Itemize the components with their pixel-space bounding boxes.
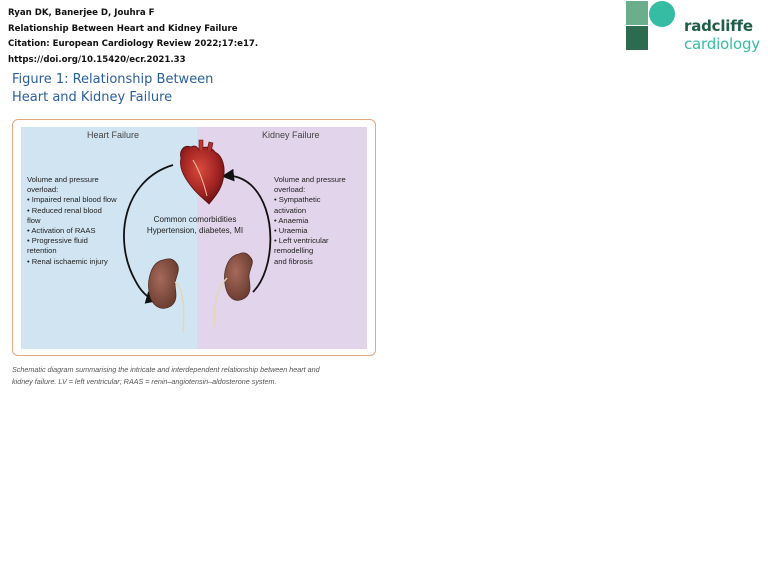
- kidney-right-illustration: [213, 252, 253, 327]
- kf-intro-1: Volume and pressure: [274, 175, 346, 184]
- figure-title: Figure 1: Relationship Between Heart and…: [12, 71, 213, 107]
- kidney-failure-heading: Kidney Failure: [262, 130, 320, 140]
- article-title: Relationship Between Heart and Kidney Fa…: [8, 23, 238, 34]
- heart-failure-panel: [21, 127, 197, 349]
- caption-line1: Schematic diagram summarising the intric…: [12, 365, 320, 374]
- kidney-left-illustration: [148, 258, 185, 333]
- logo-square-bottom: [626, 26, 648, 50]
- kf-item: remodelling: [274, 246, 314, 256]
- logo-text-radcliffe: radcliffe: [684, 17, 753, 35]
- caption-line2: kidney failure. LV = left ventricular; R…: [12, 376, 277, 386]
- hf-item: • Progressive fluid: [27, 236, 88, 246]
- doi-link[interactable]: https://doi.org/10.15420/ecr.2021.33: [8, 54, 186, 65]
- logo-circle: [649, 1, 675, 27]
- comorbidities-heading: Common comorbidities: [153, 215, 237, 224]
- arrow-kidney-to-heart: [221, 168, 272, 293]
- kidney-failure-list: Volume and pressure overload: • Sympathe…: [274, 175, 346, 267]
- kidney-failure-panel: [197, 127, 367, 349]
- hf-item: • Impaired renal blood flow: [27, 195, 117, 205]
- diagram-artwork: [123, 139, 272, 333]
- kf-item: • Sympathetic: [274, 195, 321, 205]
- hf-intro-1: Volume and pressure: [27, 175, 99, 184]
- kf-intro-2: overload:: [274, 185, 306, 195]
- kf-item: activation: [274, 205, 307, 215]
- heart-illustration: [180, 139, 225, 205]
- hf-item: flow: [27, 215, 41, 225]
- arrow-heart-to-kidney: [123, 164, 174, 304]
- hf-item: • Renal ischaemic injury: [27, 256, 108, 266]
- kf-item: • Uraemia: [274, 226, 308, 236]
- citation-block: Ryan DK, Banerjee D, Jouhra F Relationsh…: [8, 6, 258, 68]
- radcliffe-logo: radcliffe cardiology: [626, 1, 768, 53]
- figure-title-line2: Heart and Kidney Failure: [12, 90, 173, 105]
- hf-item: • Activation of RAAS: [27, 226, 96, 236]
- hf-item: retention: [27, 246, 57, 256]
- figure-frame: Heart Failure Kidney Failure Volume and …: [12, 119, 376, 356]
- figure-caption: Schematic diagram summarising the intric…: [12, 364, 320, 387]
- logo-square-top: [626, 1, 648, 25]
- comorbidities-list: Hypertension, diabetes, MI: [146, 226, 244, 235]
- citation-text: Citation: European Cardiology Review 202…: [8, 39, 259, 49]
- heart-failure-list: Volume and pressure overload: • Impaired…: [27, 175, 117, 267]
- figure-title-line1: Figure 1: Relationship Between: [12, 72, 214, 87]
- common-comorbidities: Common comorbidities Hypertension, diabe…: [135, 214, 255, 236]
- logo-text-cardiology: cardiology: [684, 35, 760, 53]
- kf-item: • Anaemia: [274, 215, 309, 225]
- kf-item: • Left ventricular: [274, 236, 329, 246]
- heart-failure-heading: Heart Failure: [87, 130, 140, 140]
- authors: Ryan DK, Banerjee D, Jouhra F: [8, 8, 155, 18]
- hf-item: • Reduced renal blood: [27, 205, 102, 215]
- kf-item: and fibrosis: [274, 256, 313, 266]
- hf-intro-2: overload:: [27, 185, 59, 195]
